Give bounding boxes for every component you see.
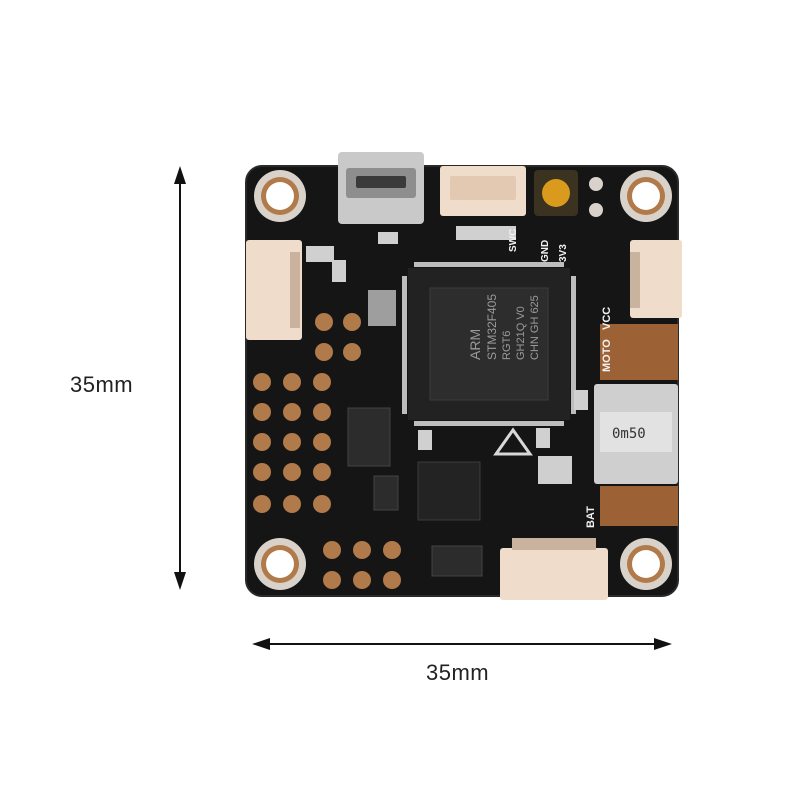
crystal [368, 290, 396, 326]
gyro-chip [417, 461, 481, 521]
silk-label: BAT [585, 506, 597, 528]
shunt-marking: 0m50 [612, 426, 646, 442]
mounting-hole-bottom-left [254, 538, 306, 590]
usb-connector [338, 152, 424, 224]
pad-grid-left [253, 373, 331, 513]
vertical-dimension-arrow [174, 166, 186, 590]
silk-label: SWC [508, 229, 519, 252]
brand-logo-mark [493, 427, 533, 456]
horizontal-dimension-label: 35mm [426, 660, 490, 685]
vertical-dimension-label: 35mm [70, 372, 134, 397]
left-connector [246, 240, 302, 340]
mounting-hole-top-left [254, 170, 306, 222]
power-pad [600, 486, 678, 526]
mcu-chip: ARM STM32F405 RGT6 GH21Q V0 CHN GH 625 [402, 262, 576, 426]
mcu-marking-line-1: ARM [467, 329, 483, 360]
mcu-marking-line-4: GH21Q V0 [515, 306, 527, 360]
silk-label: VCC [601, 307, 613, 330]
mounting-hole-bottom-right [620, 538, 672, 590]
top-connector [440, 166, 526, 216]
smd-components [306, 226, 588, 577]
mounting-hole-top-right [620, 170, 672, 222]
status-led [534, 170, 578, 216]
right-connector [630, 240, 682, 318]
pad-group-upper [315, 313, 361, 361]
mcu-marking-line-3: RGT6 [501, 331, 513, 360]
silk-label: 3V3 [558, 244, 569, 262]
horizontal-dimension-arrow [252, 638, 672, 650]
power-pad [600, 324, 678, 380]
silk-label: MOTO [601, 339, 613, 372]
flight-controller-board: 0m50 ARM STM32F405 RGT6 GH21Q V0 CHN GH … [245, 152, 682, 600]
via-pad [589, 203, 603, 217]
bottom-connector [500, 538, 608, 600]
mcu-marking-line-2: STM32F405 [485, 294, 499, 360]
silk-label: GND [540, 240, 551, 262]
pad-grid-bottom [323, 541, 401, 589]
via-pad [589, 177, 603, 191]
mcu-marking-line-5: CHN GH 625 [529, 295, 541, 360]
current-shunt: 0m50 [594, 384, 678, 484]
